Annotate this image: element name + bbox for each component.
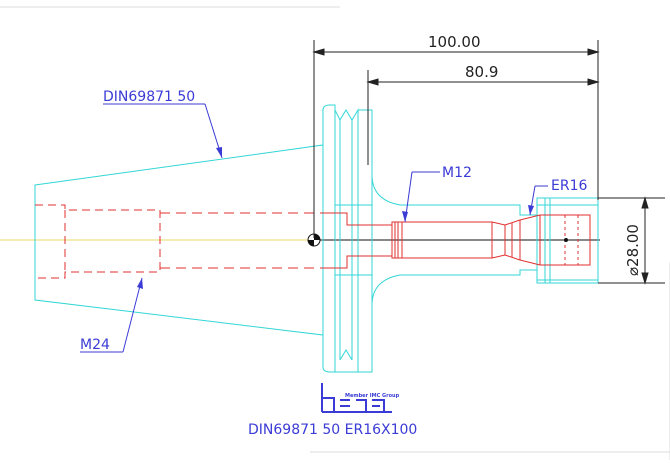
iscar-logo: Member IMC Group bbox=[321, 383, 400, 413]
logo-mark bbox=[321, 383, 392, 413]
m24-bore bbox=[35, 204, 161, 279]
holder-outline bbox=[34, 104, 599, 373]
diameter-label: ⌀28.00 bbox=[624, 224, 642, 276]
flange-right bbox=[358, 109, 373, 373]
logo-tagline: Member IMC Group bbox=[345, 393, 400, 399]
drawing-caption: DIN69871 50 ER16X100 bbox=[248, 422, 417, 438]
m24-callout: M24 bbox=[80, 337, 110, 353]
collet-nut bbox=[536, 197, 599, 284]
flange-groove bbox=[334, 108, 359, 373]
tool-tip-point bbox=[564, 238, 568, 242]
overall-length-label: 100.00 bbox=[428, 33, 481, 51]
taper-callout: DIN69871 50 bbox=[103, 89, 195, 105]
gauge-point-symbol bbox=[307, 233, 321, 247]
collet-pocket bbox=[491, 214, 591, 266]
gauge-length-label: 80.9 bbox=[465, 63, 498, 81]
hidden-features bbox=[35, 204, 591, 279]
dimension-lines bbox=[312, 40, 665, 285]
er16-callout: ER16 bbox=[551, 178, 587, 194]
flange-left bbox=[322, 104, 336, 373]
m12-thread bbox=[391, 221, 493, 259]
callout-underlines bbox=[80, 103, 203, 353]
callout-arrows bbox=[137, 147, 534, 289]
m12-callout: M12 bbox=[442, 165, 472, 181]
